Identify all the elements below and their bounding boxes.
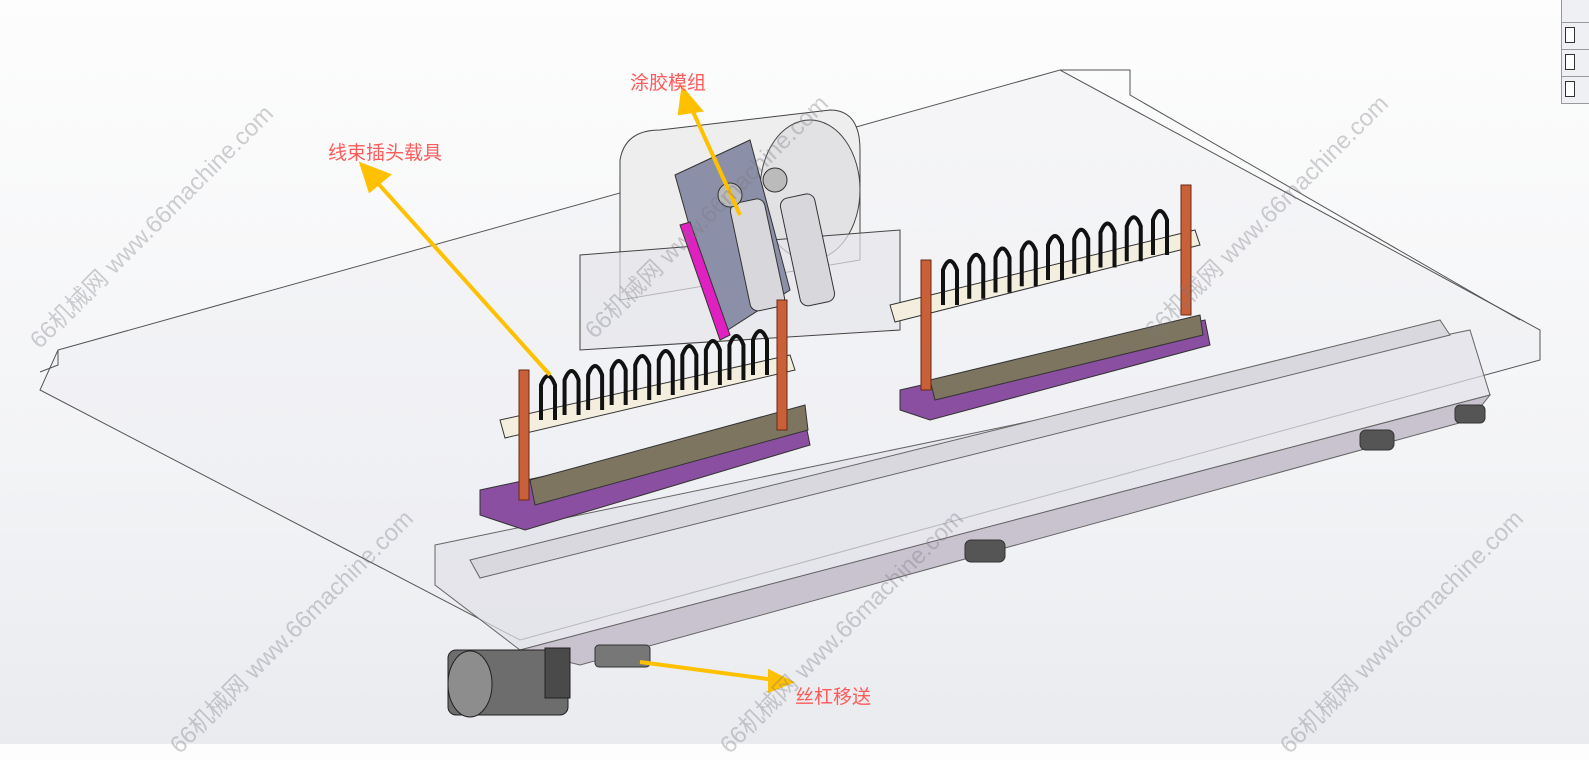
coil-loop bbox=[680, 344, 699, 390]
toolbar-button[interactable] bbox=[1562, 54, 1589, 77]
coil-loop bbox=[941, 259, 959, 305]
coil-loop bbox=[1151, 209, 1169, 255]
cad-assembly-view bbox=[39, 69, 1541, 718]
annotation-arrows bbox=[358, 85, 795, 693]
guide-rods bbox=[518, 184, 1192, 501]
coil-loop bbox=[993, 246, 1012, 293]
coil-loop bbox=[633, 354, 652, 400]
arrow-harness-carrier bbox=[373, 178, 552, 377]
arrow-screw-transfer bbox=[639, 660, 776, 682]
coil-loop bbox=[1072, 227, 1091, 274]
coil-loop bbox=[727, 334, 746, 380]
coil-loop bbox=[609, 359, 628, 405]
coil-loop bbox=[751, 329, 769, 375]
harness-coils bbox=[539, 209, 1169, 420]
support-feet bbox=[594, 404, 1486, 668]
toolbar-button[interactable] bbox=[1562, 0, 1589, 23]
coil-loop bbox=[656, 349, 675, 395]
coil-loop bbox=[703, 339, 722, 385]
label-screw-transfer: 丝杠移送 bbox=[795, 686, 872, 708]
arrow-glue-module bbox=[688, 104, 742, 216]
linear-rail-base bbox=[434, 319, 1492, 666]
servo-motor bbox=[447, 647, 571, 718]
toolbar-button[interactable] bbox=[1562, 81, 1589, 104]
coil-loop bbox=[1019, 240, 1038, 287]
toolbar-button[interactable] bbox=[1562, 27, 1589, 50]
coil-loop bbox=[539, 374, 557, 420]
coil-loop bbox=[1124, 215, 1143, 262]
label-harness-carrier: 线束插头载具 bbox=[328, 142, 443, 164]
coil-loop bbox=[586, 364, 605, 410]
right-harness-fixture bbox=[889, 229, 1211, 421]
coil-loop bbox=[1098, 221, 1117, 268]
glue-module bbox=[674, 139, 836, 341]
coil-loop bbox=[1046, 234, 1064, 280]
coil-loop bbox=[967, 252, 986, 299]
view-toolbar[interactable] bbox=[1561, 0, 1589, 104]
label-glue-module: 涂胶模组 bbox=[630, 72, 707, 94]
coil-loop bbox=[562, 369, 581, 415]
